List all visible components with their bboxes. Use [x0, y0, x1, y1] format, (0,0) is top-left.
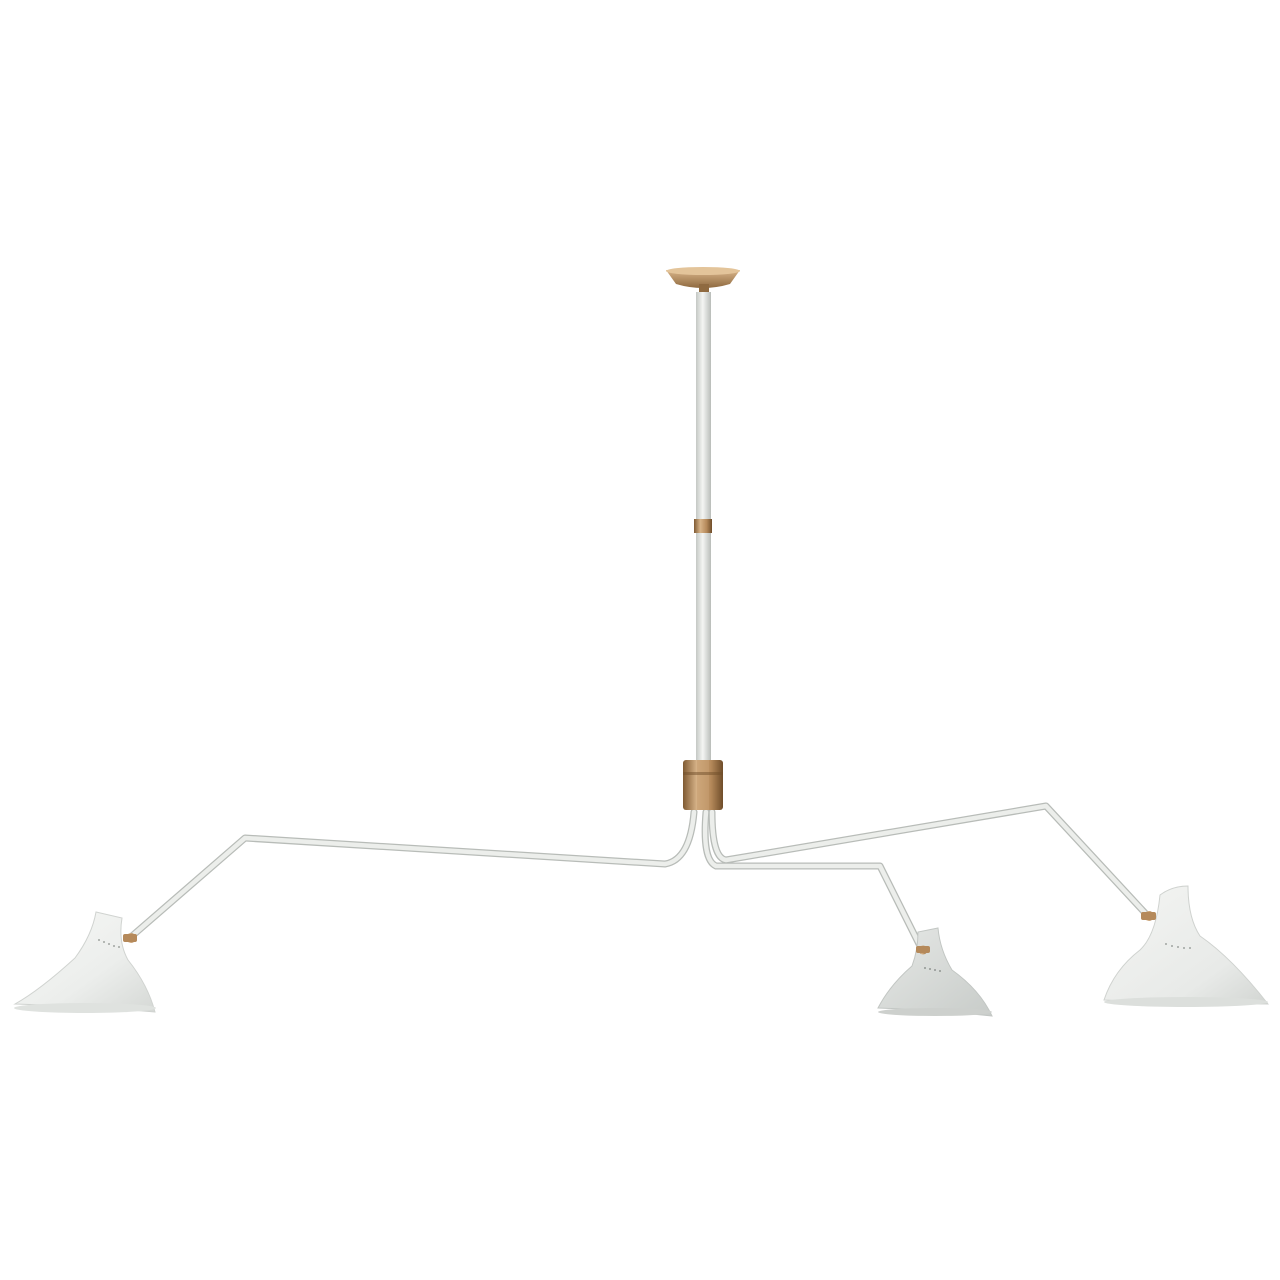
shade-right [1103, 885, 1270, 1007]
central-hub [683, 760, 723, 810]
shade-left [13, 911, 156, 1013]
ceiling-canopy [666, 267, 740, 292]
rod-coupling [694, 519, 712, 533]
lamp-arms [128, 802, 1150, 950]
downrod-upper [696, 292, 711, 520]
downrod-lower [696, 533, 711, 763]
shade-middle [877, 927, 993, 1017]
